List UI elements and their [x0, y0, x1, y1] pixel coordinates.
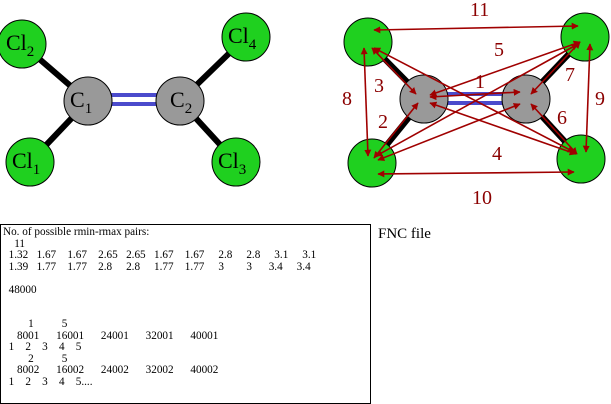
pair-label-3: 3	[374, 75, 384, 97]
fnc-line: 1 2 3 4 5....	[3, 375, 93, 388]
fnc-line: No. of possible rmin-rmax pairs:	[3, 226, 150, 238]
atom-cl1	[5, 137, 55, 187]
label-cl1: Cl1	[12, 148, 40, 178]
label-cl4: Cl4	[228, 23, 257, 53]
pair-label-4: 4	[492, 143, 502, 165]
atom-cl2	[0, 19, 47, 69]
pair-label-2: 2	[378, 111, 388, 133]
label-c2: C2	[170, 87, 192, 117]
fnc-line: 48000	[3, 283, 37, 296]
fnc-line: 11	[3, 237, 25, 250]
label-c1: C1	[70, 87, 92, 117]
fnc-line: 1 5	[3, 318, 68, 330]
arrow-pair-11	[373, 22, 579, 34]
fnc-file-box: No. of possible rmin-rmax pairs: 11 1.32…	[0, 224, 371, 404]
fnc-line: 1.39 1.77 1.77 2.8 2.8 1.77 1.77 3 3 3.4…	[3, 260, 311, 273]
pair-label-11: 11	[470, 0, 489, 21]
atom-cl4	[221, 12, 271, 62]
atom-c2	[155, 76, 205, 126]
fnc-line: 2 5	[3, 352, 68, 365]
right-molecule: 1 2 3 4 5 6 7 8 9 10 11	[342, 0, 610, 209]
atom-r-cl-bottom-left	[347, 138, 397, 188]
fnc-line: 8001 16001 24001 32001 40001	[3, 329, 219, 342]
arrow-c2-clbl	[377, 103, 521, 161]
pair-label-10: 10	[472, 187, 492, 209]
fnc-line: 1 2 3 4 5	[3, 341, 82, 353]
fnc-line: 8002 16002 24002 32002 40002	[3, 364, 219, 376]
arrow-pair-10	[377, 168, 575, 178]
arrow-pair-8	[360, 47, 372, 157]
left-molecule: Cl2 Cl4 C1 C2 Cl1 Cl3	[0, 12, 271, 187]
fnc-line	[3, 296, 370, 308]
pair-label-8: 8	[342, 88, 352, 110]
atom-r-cl-bottom-right	[556, 134, 606, 184]
pair-arrows	[360, 22, 594, 178]
pair-label-6: 6	[557, 107, 567, 129]
pair-label-9: 9	[595, 88, 605, 110]
fnc-line: 1.32 1.67 1.67 2.65 2.65 1.67 1.67 2.8 2…	[3, 249, 317, 261]
fnc-file-content: No. of possible rmin-rmax pairs: 11 1.32…	[1, 225, 370, 388]
label-cl3: Cl3	[218, 148, 246, 178]
pair-label-1: 1	[475, 71, 485, 93]
arrow-cross-tl-br	[373, 47, 575, 153]
atom-c1	[63, 76, 113, 126]
label-cl2: Cl2	[6, 30, 34, 60]
fnc-file-caption: FNC file	[378, 226, 431, 242]
pair-label-7: 7	[565, 64, 575, 86]
atom-r-cl-top-left	[343, 17, 393, 67]
fnc-line	[3, 273, 370, 285]
atom-cl3	[211, 137, 261, 187]
arrow-pair-9	[582, 43, 594, 153]
pair-label-5: 5	[494, 39, 504, 61]
